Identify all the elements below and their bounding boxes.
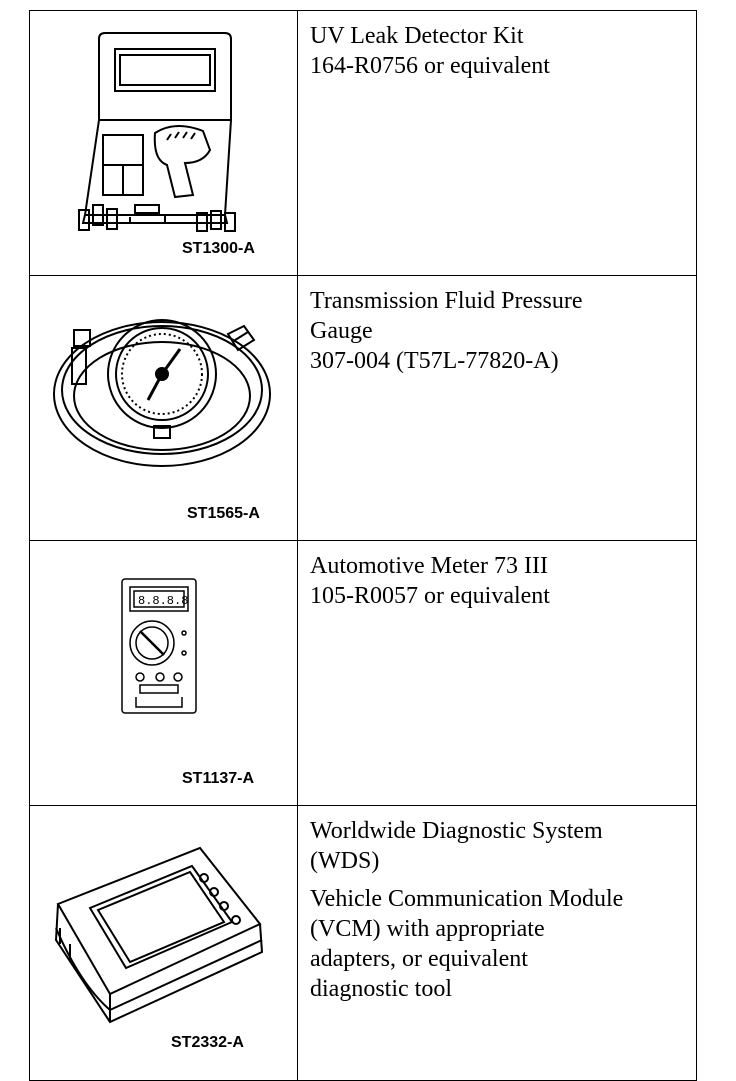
tool-description-cell: Automotive Meter 73 III 105-R0057 or equ… [297, 540, 697, 806]
diagnostic-tablet-illustration [54, 846, 264, 1024]
tool-name: Worldwide Diagnostic System [310, 818, 603, 844]
module-name: Vehicle Communication Module [310, 886, 624, 912]
tool-row: ST1565-A Transmission Fluid Pressure Gau… [29, 275, 697, 541]
tool-row: ST2332-A Worldwide Diagnostic System (WD… [29, 805, 697, 1081]
tool-name-continued: Gauge [310, 318, 373, 344]
tool-name-continued: (WDS) [310, 848, 380, 874]
svg-text:8.8.8.8: 8.8.8.8 [138, 594, 188, 608]
tool-row: ST1300-A UV Leak Detector Kit 164-R0756 … [29, 10, 697, 276]
illustration-code: ST1137-A [182, 770, 255, 787]
tool-image-cell: ST1565-A [29, 275, 298, 541]
tool-image-cell: ST2332-A [29, 805, 298, 1081]
tool-name: UV Leak Detector Kit [310, 23, 524, 49]
tool-image-cell: 8.8.8.8 ST1137-A [29, 540, 298, 806]
module-name-continued: (VCM) with appropriate [310, 916, 545, 942]
tool-image-cell: ST1300-A [29, 10, 298, 276]
uv-leak-detector-kit-illustration [78, 32, 236, 232]
tool-row: 8.8.8.8 ST1137-A Automotive Meter 73 III [29, 540, 697, 806]
tool-description: UV Leak Detector Kit 164-R0756 or equiva… [310, 21, 686, 81]
tool-name: Automotive Meter 73 III [310, 553, 548, 579]
special-tools-table: ST1300-A UV Leak Detector Kit 164-R0756 … [29, 10, 697, 1081]
tool-part-number: 105-R0057 or equivalent [310, 583, 550, 609]
module-adapters: adapters, or equivalent [310, 946, 528, 972]
tool-description: Worldwide Diagnostic System (WDS) [310, 816, 686, 876]
tool-description: Transmission Fluid Pressure Gauge 307-00… [310, 286, 686, 376]
tool-part-number: 164-R0756 or equivalent [310, 53, 550, 79]
tool-description-cell: UV Leak Detector Kit 164-R0756 or equiva… [297, 10, 697, 276]
tool-name: Transmission Fluid Pressure [310, 288, 583, 314]
pressure-gauge-illustration [53, 319, 271, 467]
module-equivalent: diagnostic tool [310, 976, 452, 1002]
tool-part-number: 307-004 (T57L-77820-A) [310, 348, 559, 374]
tool-description-secondary: Vehicle Communication Module (VCM) with … [310, 884, 686, 1004]
illustration-code: ST2332-A [171, 1034, 244, 1051]
multimeter-illustration: 8.8.8.8 [121, 578, 197, 714]
tool-description-cell: Transmission Fluid Pressure Gauge 307-00… [297, 275, 697, 541]
tool-description: Automotive Meter 73 III 105-R0057 or equ… [310, 551, 686, 611]
illustration-code: ST1300-A [182, 240, 255, 257]
tool-description-cell: Worldwide Diagnostic System (WDS) Vehicl… [297, 805, 697, 1081]
illustration-code: ST1565-A [187, 505, 260, 522]
